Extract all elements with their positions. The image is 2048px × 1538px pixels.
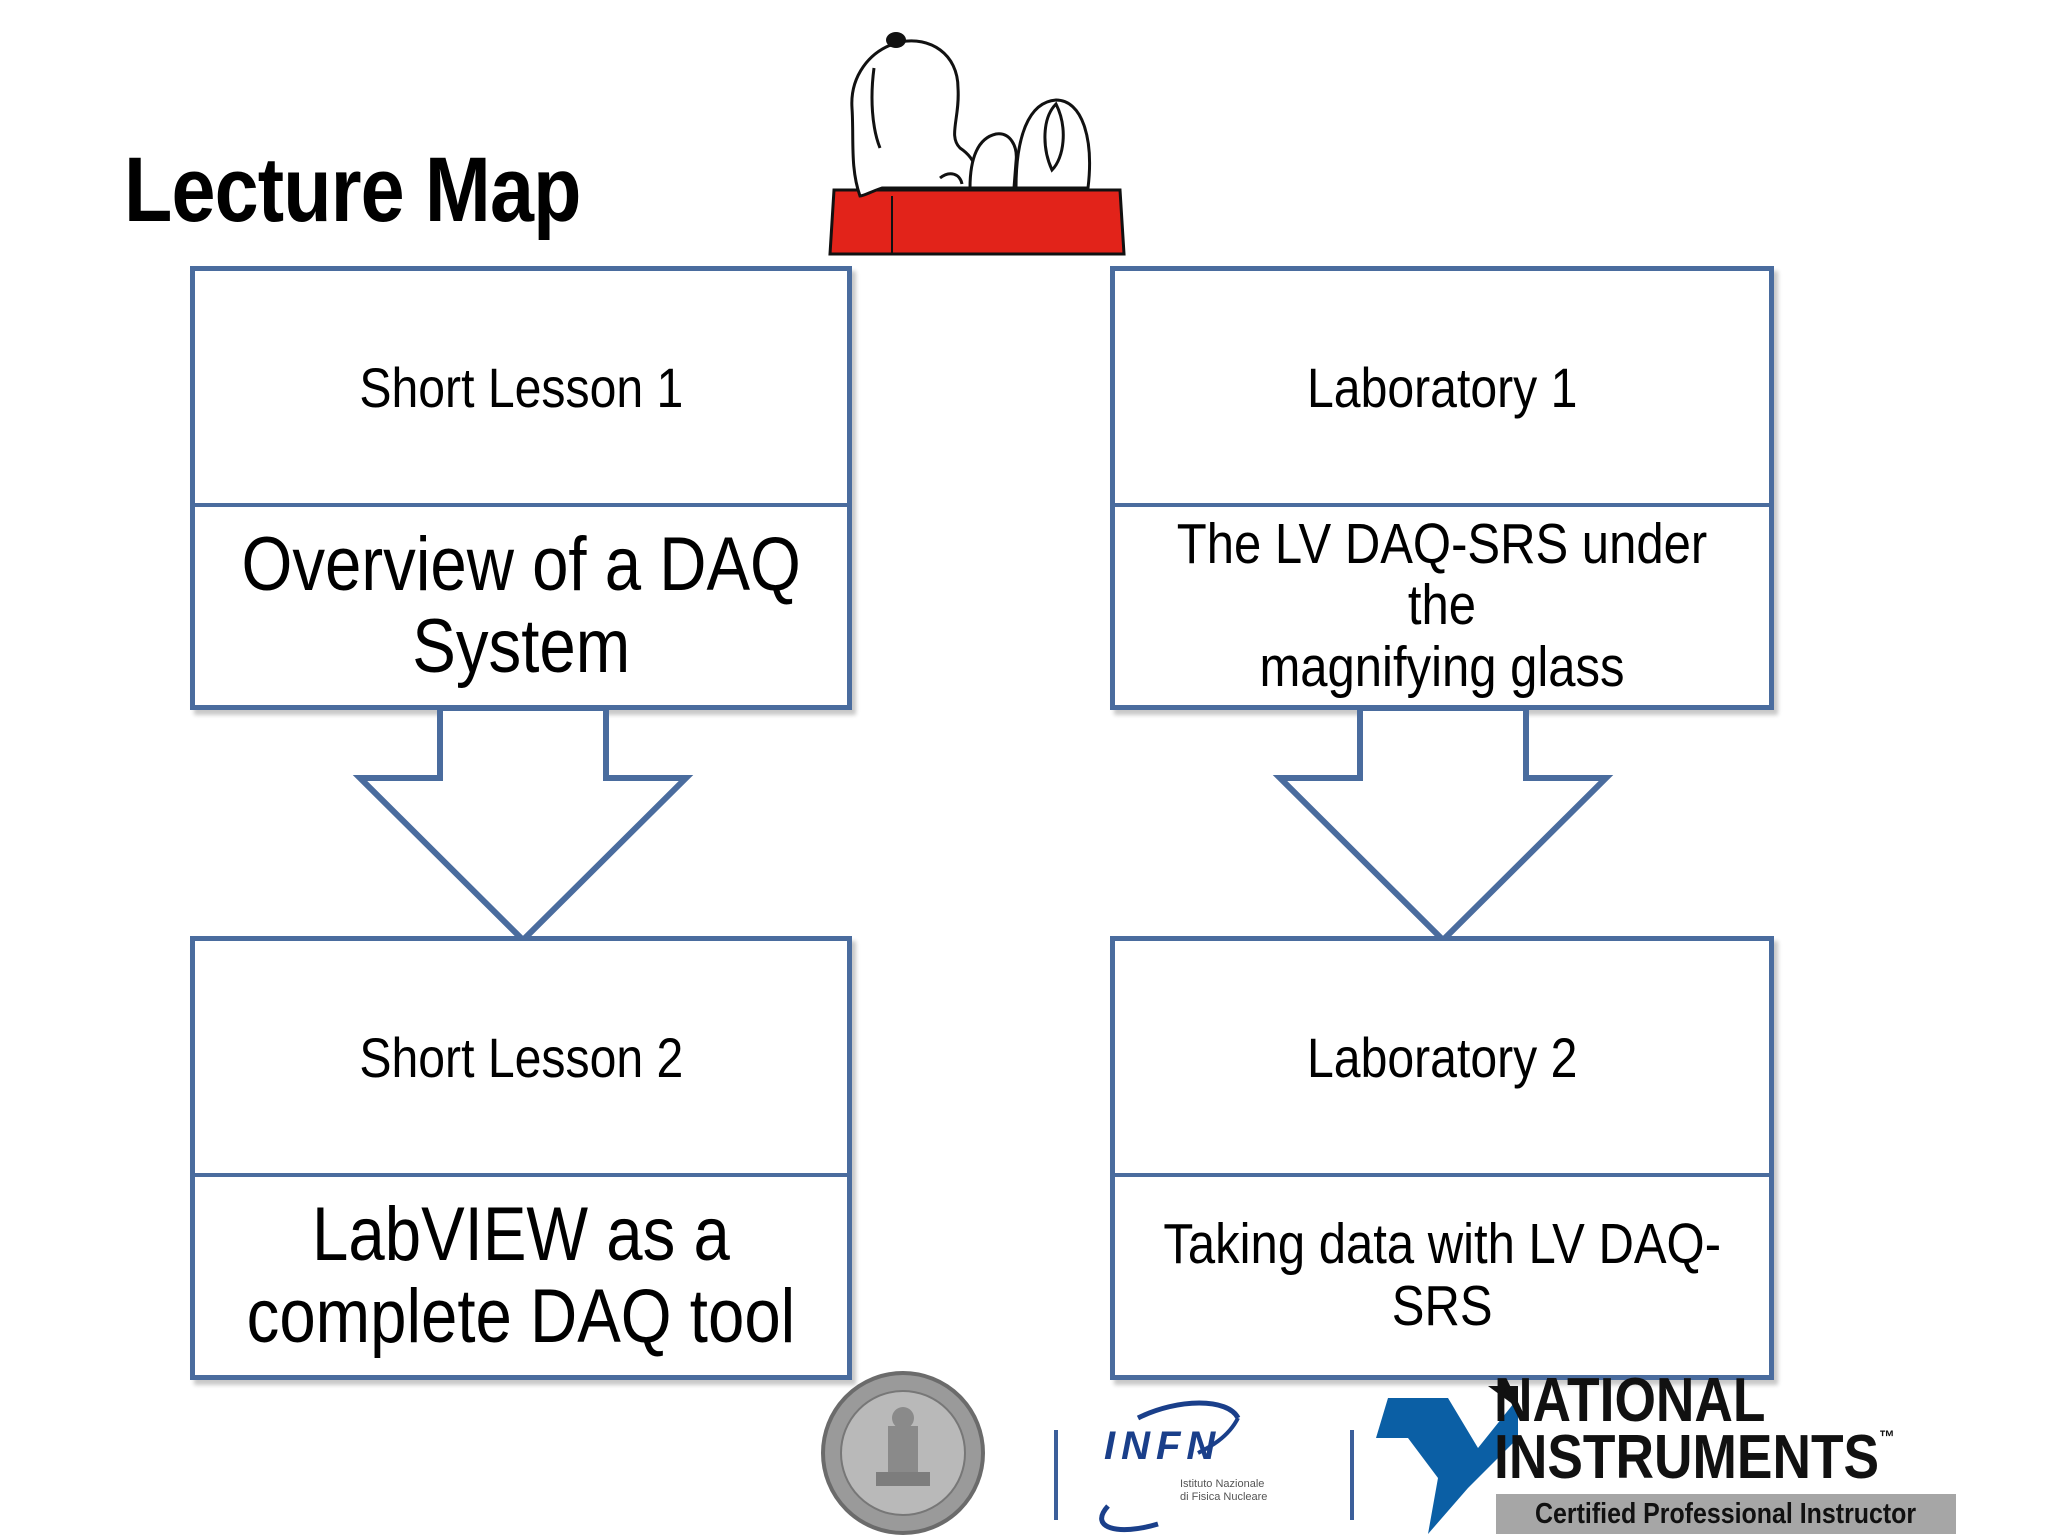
box-header: Laboratory 2 bbox=[1115, 941, 1769, 1177]
ni-wordmark: NATIONAL INSTRUMENTS™ bbox=[1494, 1366, 1895, 1493]
ni-eagle-icon bbox=[1376, 1386, 1518, 1534]
box-header: Short Lesson 2 bbox=[195, 941, 847, 1177]
box-body: Taking data with LV DAQ- SRS bbox=[1163, 1212, 1721, 1338]
box-body: The LV DAQ-SRS under the magnifying glas… bbox=[1176, 511, 1708, 699]
box-body: Overview of a DAQ System bbox=[241, 521, 801, 689]
box-body: LabVIEW as a complete DAQ tool bbox=[246, 1191, 796, 1359]
infn-swoosh-icon bbox=[1099, 1400, 1241, 1532]
trademark-symbol: ™ bbox=[1879, 1427, 1895, 1448]
slide-title: Lecture Map bbox=[124, 139, 581, 241]
box-header: Laboratory 1 bbox=[1115, 271, 1769, 507]
box-short-lesson-2: Short Lesson 2 LabVIEW as a complete DAQ… bbox=[190, 936, 852, 1380]
box-laboratory-1: Laboratory 1 The LV DAQ-SRS under the ma… bbox=[1110, 266, 1774, 710]
ni-certification-bar: Certified Professional Instructor bbox=[1496, 1494, 1956, 1534]
down-arrow-right bbox=[1272, 705, 1614, 945]
down-arrow-left bbox=[352, 705, 694, 945]
box-short-lesson-1: Short Lesson 1 Overview of a DAQ System bbox=[190, 266, 852, 710]
infn-subtitle: Istituto Nazionale di Fisica Nucleare bbox=[1180, 1478, 1268, 1504]
box-laboratory-2: Laboratory 2 Taking data with LV DAQ- SR… bbox=[1110, 936, 1774, 1380]
university-seal-logo bbox=[821, 1371, 985, 1535]
logo-divider bbox=[1054, 1430, 1058, 1520]
infn-wordmark: INFN bbox=[1104, 1424, 1222, 1468]
box-header: Short Lesson 1 bbox=[195, 271, 847, 507]
snoopy-doghouse-illustration bbox=[828, 32, 1126, 256]
logo-divider bbox=[1350, 1430, 1354, 1520]
